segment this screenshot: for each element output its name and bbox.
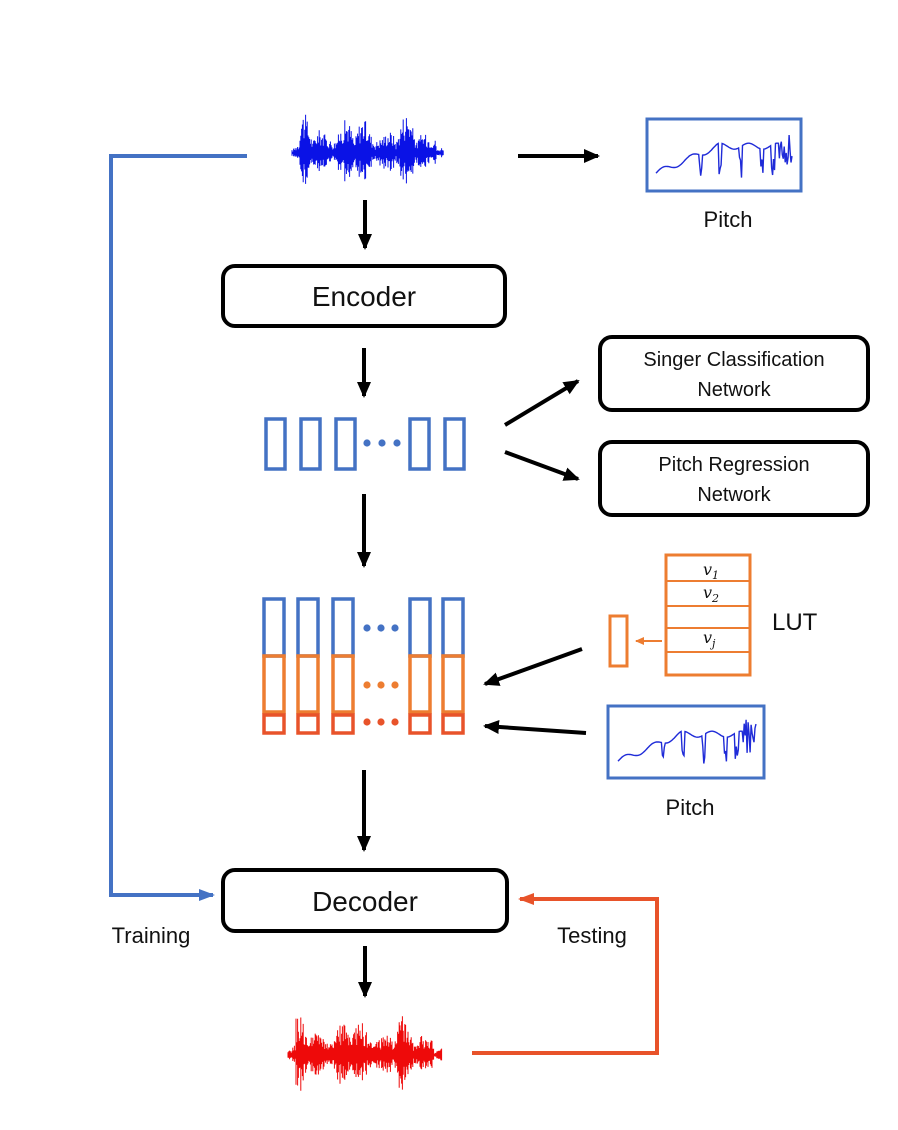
singer-network-line1: Singer Classification (643, 349, 824, 371)
arrow-pitch-to-concat (483, 719, 587, 735)
training-label: Training (112, 923, 191, 948)
concatenated-vectors (262, 597, 465, 735)
decoder-box: Decoder (221, 868, 509, 933)
decoder-label: Decoder (312, 886, 418, 917)
latent-vector (334, 417, 357, 471)
pitch-plot-top (645, 117, 803, 193)
singer-embedding-segment (262, 654, 465, 714)
testing-path (472, 893, 659, 1055)
pitch-network-line2: Network (697, 484, 771, 506)
pitch-top-label: Pitch (704, 207, 753, 232)
singer-network-line2: Network (697, 379, 771, 401)
pitch-contour-icon (617, 719, 757, 764)
waveform-trace (291, 114, 444, 184)
encoder-box: Encoder (221, 264, 507, 328)
pitch-segment (262, 713, 465, 735)
latent-vector (299, 417, 322, 471)
training-path (109, 154, 247, 901)
testing-label: Testing (557, 923, 627, 948)
input-waveform-icon (291, 114, 444, 184)
pitch-plot-bottom (606, 704, 766, 780)
lut-row-j: vj (703, 628, 716, 650)
selected-embedding (608, 614, 629, 668)
pitch-contour-icon (655, 134, 793, 178)
latent-vectors (264, 417, 466, 471)
ellipsis-dots (363, 439, 401, 447)
pitch-network-line1: Pitch Regression (658, 454, 809, 476)
waveform-trace (287, 1016, 443, 1091)
latent-vector (264, 417, 287, 471)
lut-row-1: v1 (703, 560, 719, 582)
lut-row-2: v2 (703, 583, 719, 605)
lookup-table: v1 v2 vj (664, 553, 752, 677)
arrow-embedding-to-concat (483, 647, 583, 686)
pitch-regression-network-box: Pitch Regression Network (598, 440, 870, 517)
singer-classification-network-box: Singer Classification Network (598, 335, 870, 412)
lut-label: LUT (772, 609, 818, 636)
pitch-bottom-label: Pitch (666, 795, 715, 820)
latent-vector (408, 417, 431, 471)
arrow-to-pitch-network (504, 450, 580, 481)
encoder-label: Encoder (312, 281, 416, 312)
output-waveform-icon (287, 1016, 443, 1091)
latent-vector (443, 417, 466, 471)
arrow-to-singer-network (503, 379, 580, 427)
